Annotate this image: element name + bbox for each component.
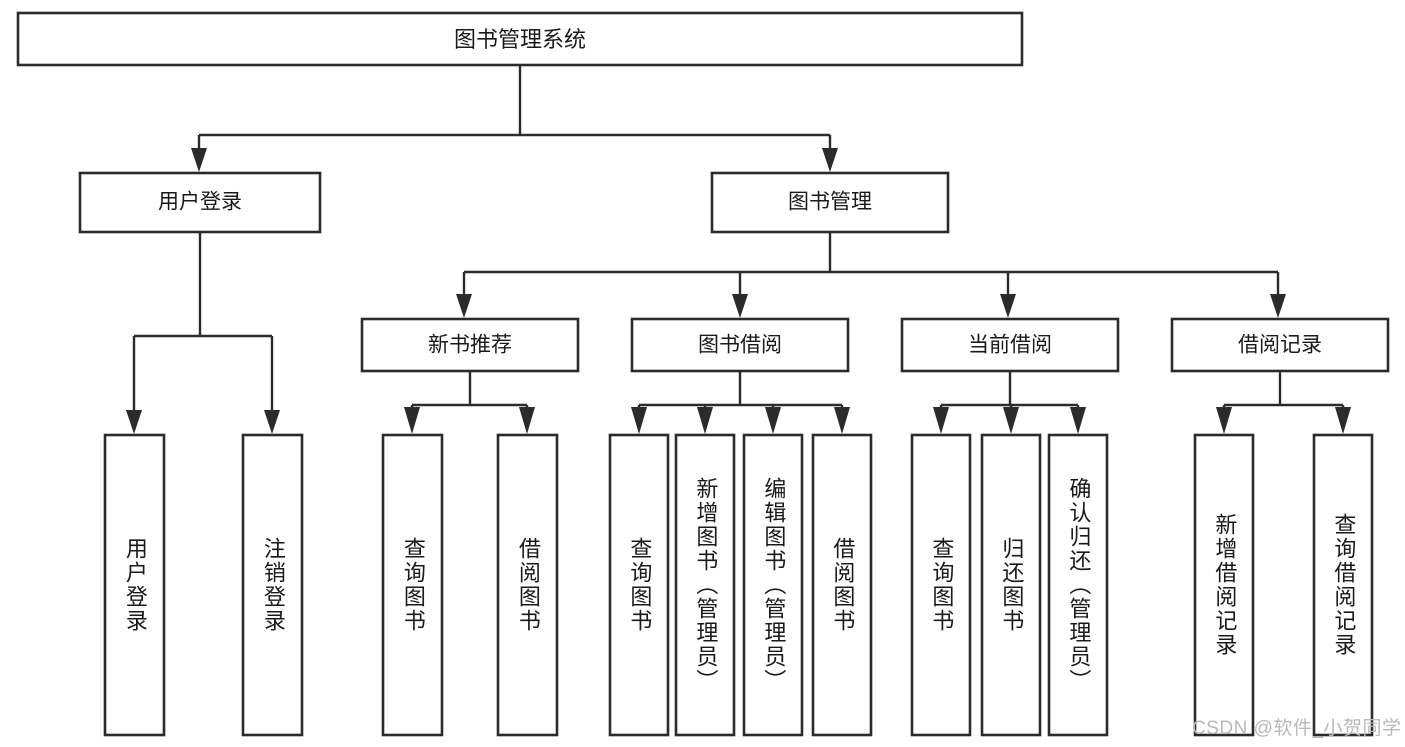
node-root-box[interactable] — [16, 11, 1024, 67]
node-book-management[interactable]: 图书管理 — [710, 171, 950, 234]
node-new-book-recommend[interactable]: 新书推荐 — [360, 317, 580, 373]
arrow-bookmgmt-to-l3-4-icon — [1270, 294, 1286, 318]
arrow-borrow-leaf4-icon — [834, 407, 850, 434]
node-book-borrow-box[interactable] — [630, 317, 850, 373]
leaf-box-record-add[interactable] — [1193, 433, 1255, 737]
node-user-login-label: 用户登录 — [158, 191, 242, 214]
node-root-label: 图书管理系统 — [454, 27, 586, 52]
leaf-box-borrow-borrow-book[interactable] — [811, 433, 873, 737]
leaf-box-current-query-book[interactable] — [910, 433, 972, 737]
node-book-borrow[interactable]: 图书借阅 — [630, 317, 850, 373]
arrow-bookmgmt-to-l3-1-icon — [456, 294, 472, 318]
node-root[interactable]: 图书管理系统 — [16, 11, 1024, 67]
leaf-box-borrow-add-book[interactable] — [674, 433, 736, 737]
leaf-box-current-confirm-return[interactable] — [1047, 433, 1109, 737]
arrow-borrow-leaf3-icon — [765, 407, 781, 434]
leaf-box-logout[interactable] — [241, 433, 304, 737]
node-borrow-record[interactable]: 借阅记录 — [1170, 317, 1390, 373]
arrow-record-leaf1-icon — [1216, 407, 1232, 434]
leaf-box-recommend-borrow-book[interactable] — [496, 433, 559, 737]
node-book-borrow-label: 图书借阅 — [698, 334, 782, 357]
leaf-box-recommend-query-book[interactable] — [381, 433, 444, 737]
arrow-borrow-leaf2-icon — [697, 407, 713, 434]
node-book-management-label: 图书管理 — [788, 191, 872, 214]
node-current-borrow-box[interactable] — [900, 317, 1120, 373]
leaf-box-record-query[interactable] — [1312, 433, 1374, 737]
node-book-management-box[interactable] — [710, 171, 950, 234]
csdn-watermark: CSDN @软件_小贺同学 — [1192, 718, 1402, 739]
arrow-record-leaf2-icon — [1335, 407, 1351, 434]
arrow-current-leaf1-icon — [933, 407, 949, 434]
leaf-box-borrow-query-book[interactable] — [608, 433, 670, 737]
arrow-root-to-bookmgmt-icon — [822, 148, 838, 172]
arrow-root-to-login-icon — [191, 148, 207, 172]
arrow-login-to-leaf2-icon — [264, 410, 280, 434]
node-user-login[interactable]: 用户登录 — [78, 171, 322, 234]
leaf-box-user-login[interactable] — [103, 433, 166, 737]
leaf-box-borrow-edit-book[interactable] — [742, 433, 804, 737]
leaf-box-current-return-book[interactable] — [980, 433, 1042, 737]
arrow-current-leaf3-icon — [1070, 407, 1086, 434]
node-borrow-record-label: 借阅记录 — [1238, 334, 1322, 357]
arrow-recommend-leaf2-icon — [519, 407, 535, 434]
arrow-bookmgmt-to-l3-2-icon — [732, 294, 748, 318]
node-current-borrow-label: 当前借阅 — [968, 334, 1052, 357]
node-current-borrow[interactable]: 当前借阅 — [900, 317, 1120, 373]
arrow-recommend-leaf1-icon — [404, 407, 420, 434]
node-new-book-recommend-label: 新书推荐 — [428, 334, 512, 357]
arrow-login-to-leaf1-icon — [126, 410, 142, 434]
arrow-bookmgmt-to-l3-3-icon — [1000, 294, 1016, 318]
node-borrow-record-box[interactable] — [1170, 317, 1390, 373]
arrow-current-leaf2-icon — [1003, 407, 1019, 434]
arrow-borrow-leaf1-icon — [631, 407, 647, 434]
node-new-book-recommend-box[interactable] — [360, 317, 580, 373]
